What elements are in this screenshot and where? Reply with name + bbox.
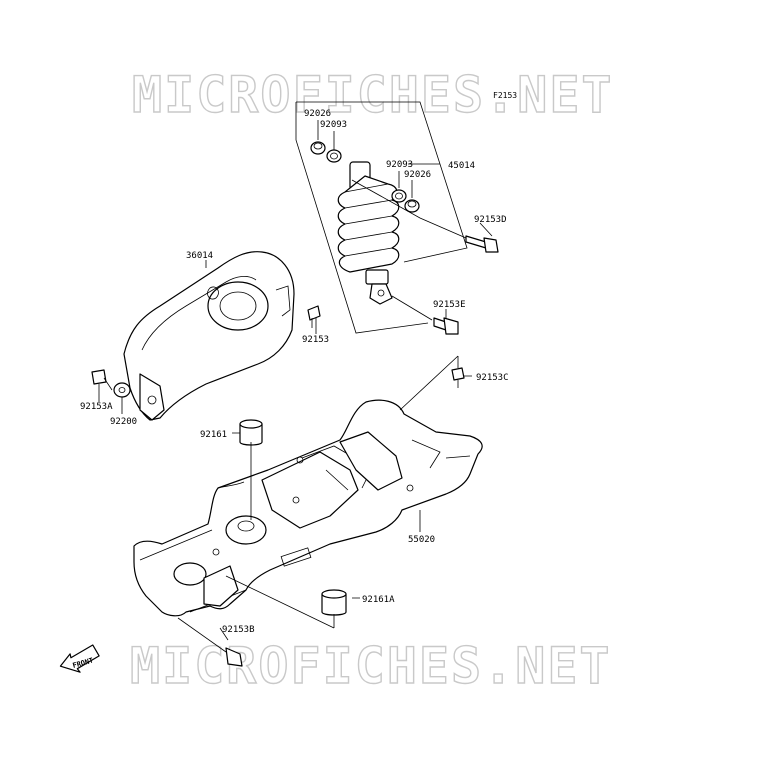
shock-group-outline	[295, 101, 468, 334]
label-92153b: 92153B	[222, 625, 255, 635]
collar-92026-side[interactable]	[404, 199, 420, 213]
label-92153c: 92153C	[476, 373, 509, 383]
leaders-frame	[219, 356, 472, 641]
bushing-92093-side[interactable]	[391, 189, 407, 203]
watermark-top: MICROFICHES.NET	[132, 66, 614, 124]
bolt-92153-cover[interactable]	[307, 305, 321, 328]
label-55020: 55020	[408, 535, 435, 545]
washer-92200[interactable]	[113, 382, 131, 398]
bolt-92153e[interactable]	[433, 317, 459, 335]
label-92153d: 92153D	[474, 215, 507, 225]
bolt-92153d[interactable]	[465, 235, 499, 253]
watermark-bottom: MICROFICHES.NET	[130, 637, 612, 695]
shock-bolt-line	[351, 179, 467, 239]
bushing-92093-top[interactable]	[326, 149, 342, 163]
shock-absorber-45014[interactable]	[337, 161, 400, 305]
label-45014: 45014	[448, 161, 475, 171]
leaders-shock	[317, 120, 493, 318]
label-92161a: 92161A	[362, 595, 395, 605]
label-92161: 92161	[200, 430, 227, 440]
bolt-92153c[interactable]	[451, 367, 465, 388]
bolt-92153b[interactable]	[177, 617, 243, 667]
label-92200: 92200	[110, 417, 137, 427]
leaders-cover	[98, 260, 317, 414]
cover-36014[interactable]	[123, 251, 295, 421]
label-92153e: 92153E	[433, 300, 466, 310]
label-92026-top: 92026	[304, 109, 331, 119]
label-92153: 92153	[302, 335, 329, 345]
collar-92026-top[interactable]	[310, 141, 326, 155]
label-92153a: 92153A	[80, 402, 113, 412]
front-arrow-icon: FRONT	[59, 644, 100, 673]
frame-pointer-lines	[225, 355, 459, 629]
figure-code: F2153	[493, 91, 517, 100]
skid-plate-55020[interactable]	[133, 399, 483, 617]
stopper-92161[interactable]	[239, 419, 263, 446]
label-92093-side: 92093	[386, 160, 413, 170]
bolt-92153a[interactable]	[91, 369, 107, 394]
label-36014: 36014	[186, 251, 213, 261]
stopper-92161a[interactable]	[321, 589, 347, 616]
label-92026-side: 92026	[404, 170, 431, 180]
shock-lower-line	[391, 295, 433, 321]
label-92093-top: 92093	[320, 120, 347, 130]
